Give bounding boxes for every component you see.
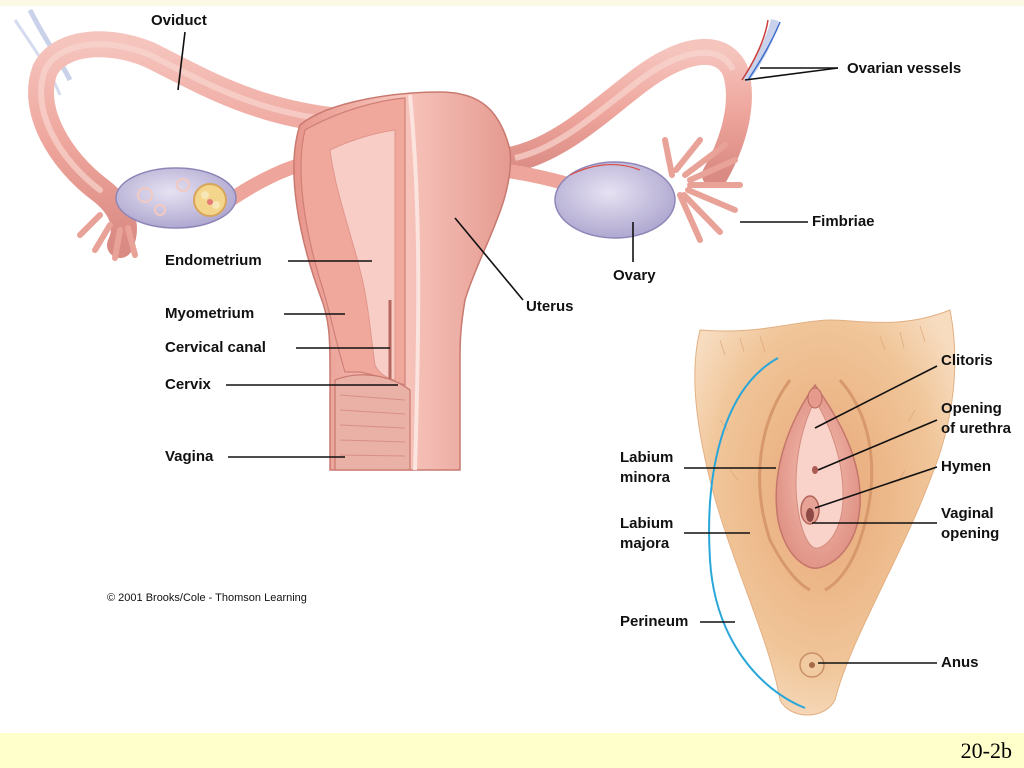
label-anus: Anus: [941, 654, 979, 671]
label-labium-majora-line1: Labium: [620, 515, 674, 532]
leader-hymen: [814, 466, 938, 509]
label-opening-of-urethra-line2: of urethra: [941, 420, 1012, 437]
ovary-vessel: [569, 164, 641, 176]
copyright-credit: © 2001 Brooks/Cole - Thomson Learning: [107, 592, 307, 604]
left-fimbriae: [77, 212, 138, 261]
vaginal-opening-drawing: [806, 508, 814, 522]
label-fimbriae: Fimbriae: [812, 213, 875, 230]
label-labium-minora-line2: minora: [620, 469, 671, 486]
label-labium-minora: Labium minora: [620, 448, 673, 488]
uterus-wall-highlight: [408, 94, 421, 471]
right-artery: [741, 19, 769, 81]
label-vaginal-opening-line1: Vaginal: [941, 505, 994, 522]
leader-urethra: [817, 419, 938, 471]
leader-lines: [177, 31, 938, 664]
label-opening-of-urethra-line1: Opening: [941, 400, 1002, 417]
label-labium-minora-line1: Labium: [620, 449, 674, 466]
label-perineum: Perineum: [620, 613, 689, 630]
label-vagina: Vagina: [165, 448, 214, 465]
right-oviduct: [497, 38, 752, 188]
anus-center: [809, 662, 815, 668]
label-labium-majora-line2: majora: [620, 535, 670, 552]
right-vessels: [741, 18, 779, 83]
label-vaginal-opening-line2: opening: [941, 525, 1000, 542]
leader-ovarian-vessels-2: [744, 67, 839, 81]
reproductive-anatomy-illustration: [13, 8, 956, 716]
hair-texture: [719, 325, 926, 483]
follicles: [137, 178, 227, 217]
right-fimbriae: [662, 137, 743, 243]
clitoris-drawing: [807, 387, 823, 409]
label-vaginal-opening: Vaginal opening: [941, 504, 999, 544]
external-genitalia-drawing: [694, 309, 956, 716]
label-cervical-canal: Cervical canal: [165, 339, 266, 356]
right-oviduct-highlight: [514, 49, 736, 161]
label-clitoris: Clitoris: [941, 352, 993, 369]
endometrium-section: [329, 129, 396, 381]
labium-majora-left: [758, 379, 811, 592]
left-oviduct-highlight: [38, 41, 333, 193]
label-ovarian-vessels: Ovarian vessels: [847, 60, 962, 77]
label-endometrium: Endometrium: [165, 252, 262, 269]
vagina-rugae: [339, 394, 406, 457]
internal-organs-drawing: [13, 8, 781, 471]
label-uterus: Uterus: [526, 298, 574, 315]
slide-number: 20-2b: [960, 738, 1012, 763]
label-labium-majora: Labium majora: [620, 514, 673, 554]
leader-oviduct: [177, 31, 186, 91]
footer-bar: [0, 733, 1024, 768]
label-oviduct: Oviduct: [151, 12, 207, 29]
label-myometrium: Myometrium: [165, 305, 255, 322]
leader-clitoris: [814, 365, 938, 429]
label-hymen: Hymen: [941, 458, 992, 475]
right-ovary: [554, 161, 676, 239]
urethral-opening-drawing: [812, 466, 818, 474]
label-cervix: Cervix: [165, 376, 211, 393]
label-opening-of-urethra: Opening of urethra: [941, 399, 1011, 439]
top-band: [0, 0, 1024, 6]
label-ovary: Ovary: [613, 267, 656, 284]
perineum-arc: [708, 357, 806, 709]
right-vein: [747, 21, 781, 81]
leader-uterus: [454, 217, 524, 301]
labium-majora-right: [824, 379, 874, 592]
